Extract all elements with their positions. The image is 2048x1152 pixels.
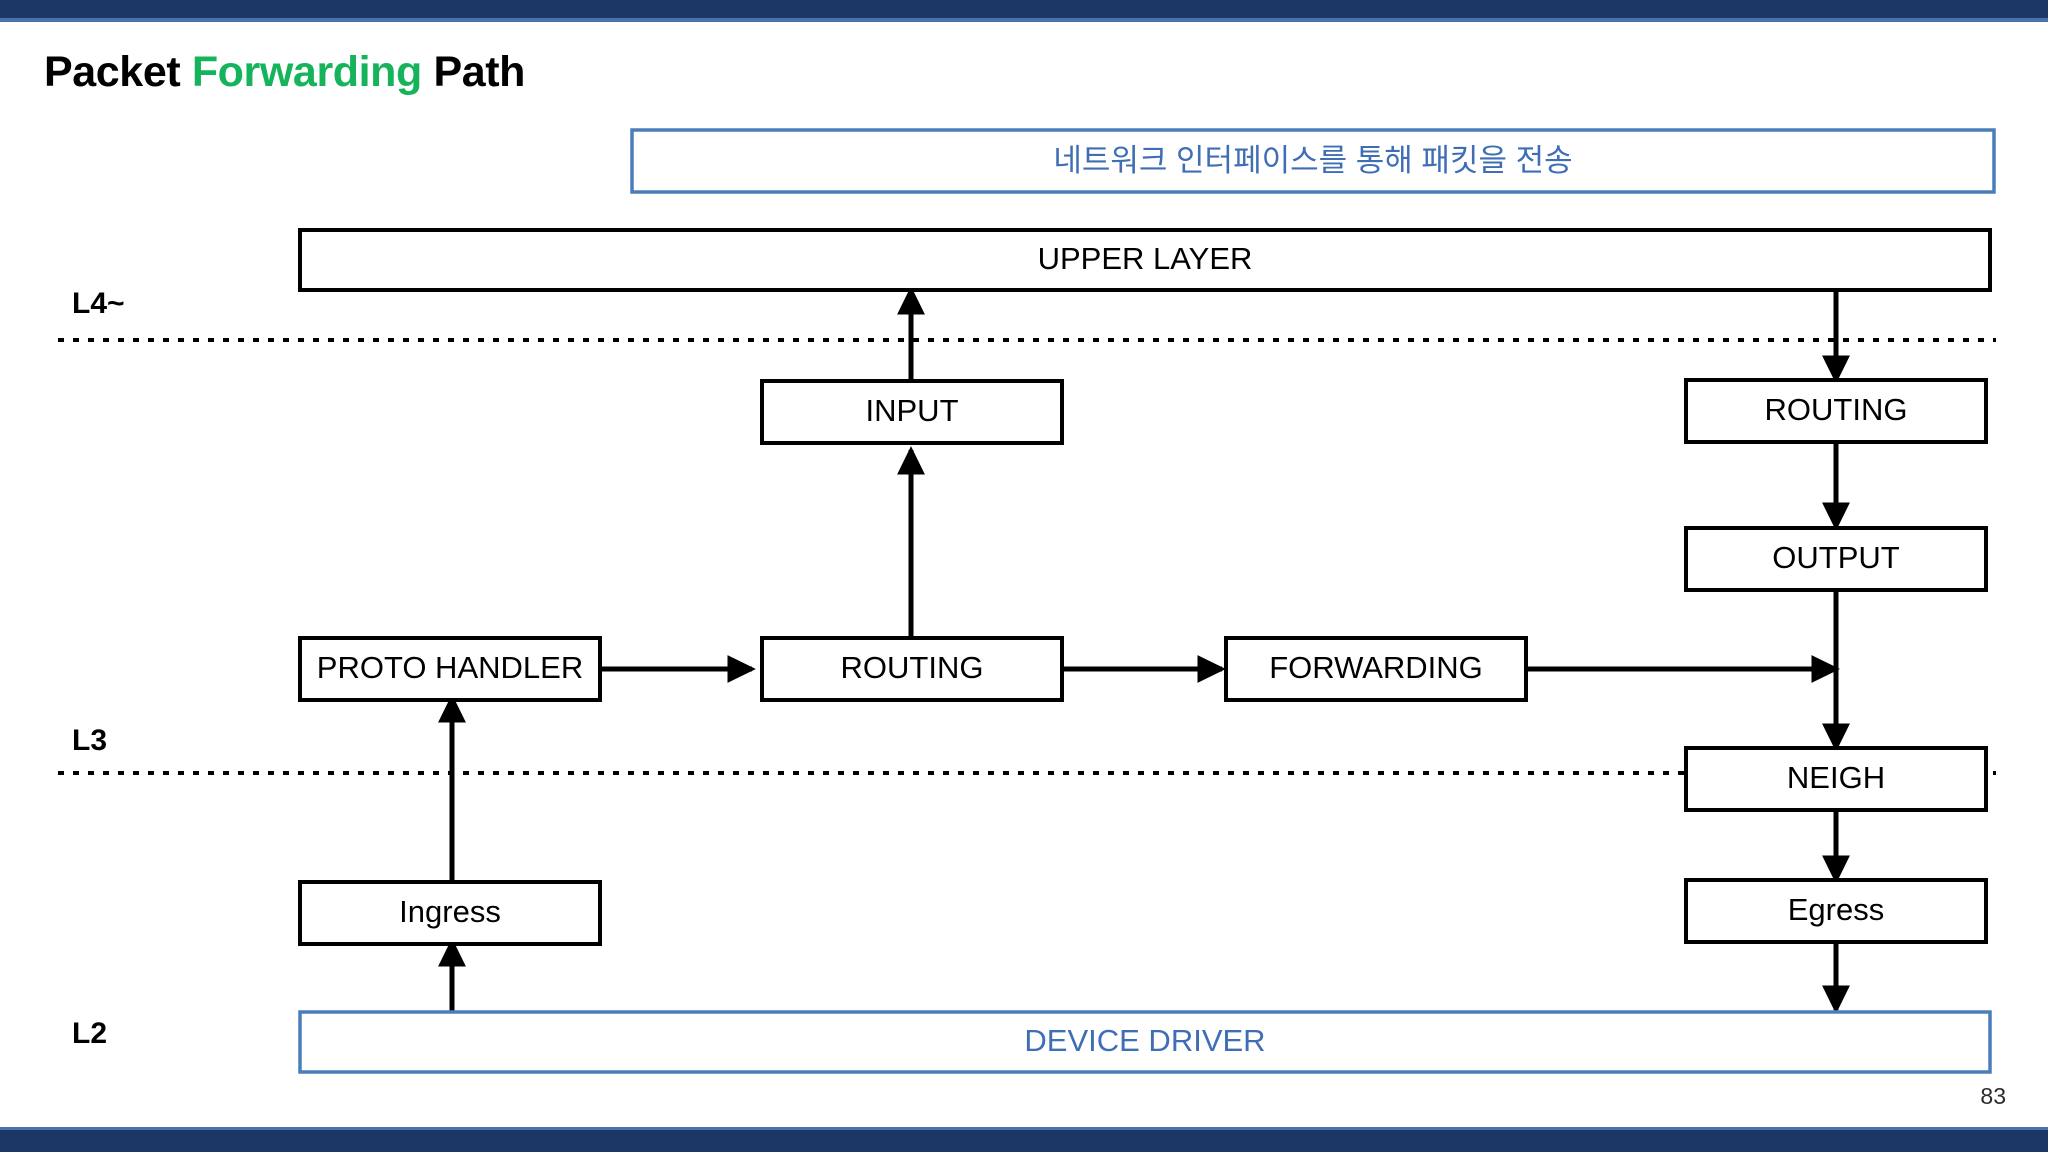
box-device-driver-label: DEVICE DRIVER (1024, 1023, 1265, 1058)
callout-text: 네트워크 인터페이스를 통해 패킷을 전송 (1053, 143, 1572, 178)
box-input[interactable]: INPUT (760, 379, 1064, 445)
top-accent-line (0, 18, 2048, 22)
callout-box-outline (630, 128, 1996, 194)
box-proto-handler-outline (298, 636, 602, 702)
page-title: Packet Forwarding Path (44, 48, 525, 97)
box-output-outline (1684, 526, 1988, 592)
box-ingress-outline (298, 880, 602, 946)
box-proto-handler-label: PROTO HANDLER (317, 650, 583, 685)
box-ingress[interactable]: Ingress (298, 880, 602, 946)
box-routing-right[interactable]: ROUTING (1684, 378, 1988, 444)
bottom-accent-line (0, 1127, 2048, 1130)
box-routing-right-label: ROUTING (1765, 392, 1908, 427)
box-proto-handler[interactable]: PROTO HANDLER (298, 636, 602, 702)
box-neigh-label: NEIGH (1787, 760, 1885, 795)
box-forwarding-outline (1224, 636, 1528, 702)
box-routing-middle[interactable]: ROUTING (760, 636, 1064, 702)
box-upper-layer[interactable]: UPPER LAYER (298, 228, 1992, 292)
box-ingress-label: Ingress (399, 894, 501, 929)
layer-label-l3: L3 (72, 724, 107, 757)
box-forwarding-label: FORWARDING (1269, 650, 1483, 685)
box-output-label: OUTPUT (1772, 540, 1900, 575)
bottom-decoration-bar (0, 1130, 2048, 1152)
box-routing-middle-outline (760, 636, 1064, 702)
box-input-label: INPUT (866, 393, 959, 428)
box-egress-label: Egress (1788, 892, 1884, 927)
box-input-outline (760, 379, 1064, 445)
box-device-driver[interactable]: DEVICE DRIVER (298, 1010, 1992, 1074)
box-output[interactable]: OUTPUT (1684, 526, 1988, 592)
box-forwarding[interactable]: FORWARDING (1224, 636, 1528, 702)
box-neigh[interactable]: NEIGH (1684, 746, 1988, 812)
page-number: 83 (1980, 1083, 2006, 1109)
box-egress-outline (1684, 878, 1988, 944)
box-device-driver-outline (298, 1010, 1992, 1074)
layer-label-l2: L2 (72, 1017, 107, 1050)
box-upper-layer-outline (298, 228, 1992, 292)
box-egress[interactable]: Egress (1684, 878, 1988, 944)
box-routing-middle-label: ROUTING (841, 650, 984, 685)
box-upper-layer-label: UPPER LAYER (1038, 241, 1253, 276)
layer-label-l4: L4~ (72, 287, 125, 320)
title-segment-2: Path (421, 48, 526, 96)
callout-box: 네트워크 인터페이스를 통해 패킷을 전송 (630, 128, 1996, 194)
top-decoration-bar (0, 0, 2048, 18)
box-routing-right-outline (1684, 378, 1988, 444)
title-segment-accent: Forwarding (191, 48, 423, 96)
box-neigh-outline (1684, 746, 1988, 812)
title-segment-1: Packet (44, 48, 192, 96)
